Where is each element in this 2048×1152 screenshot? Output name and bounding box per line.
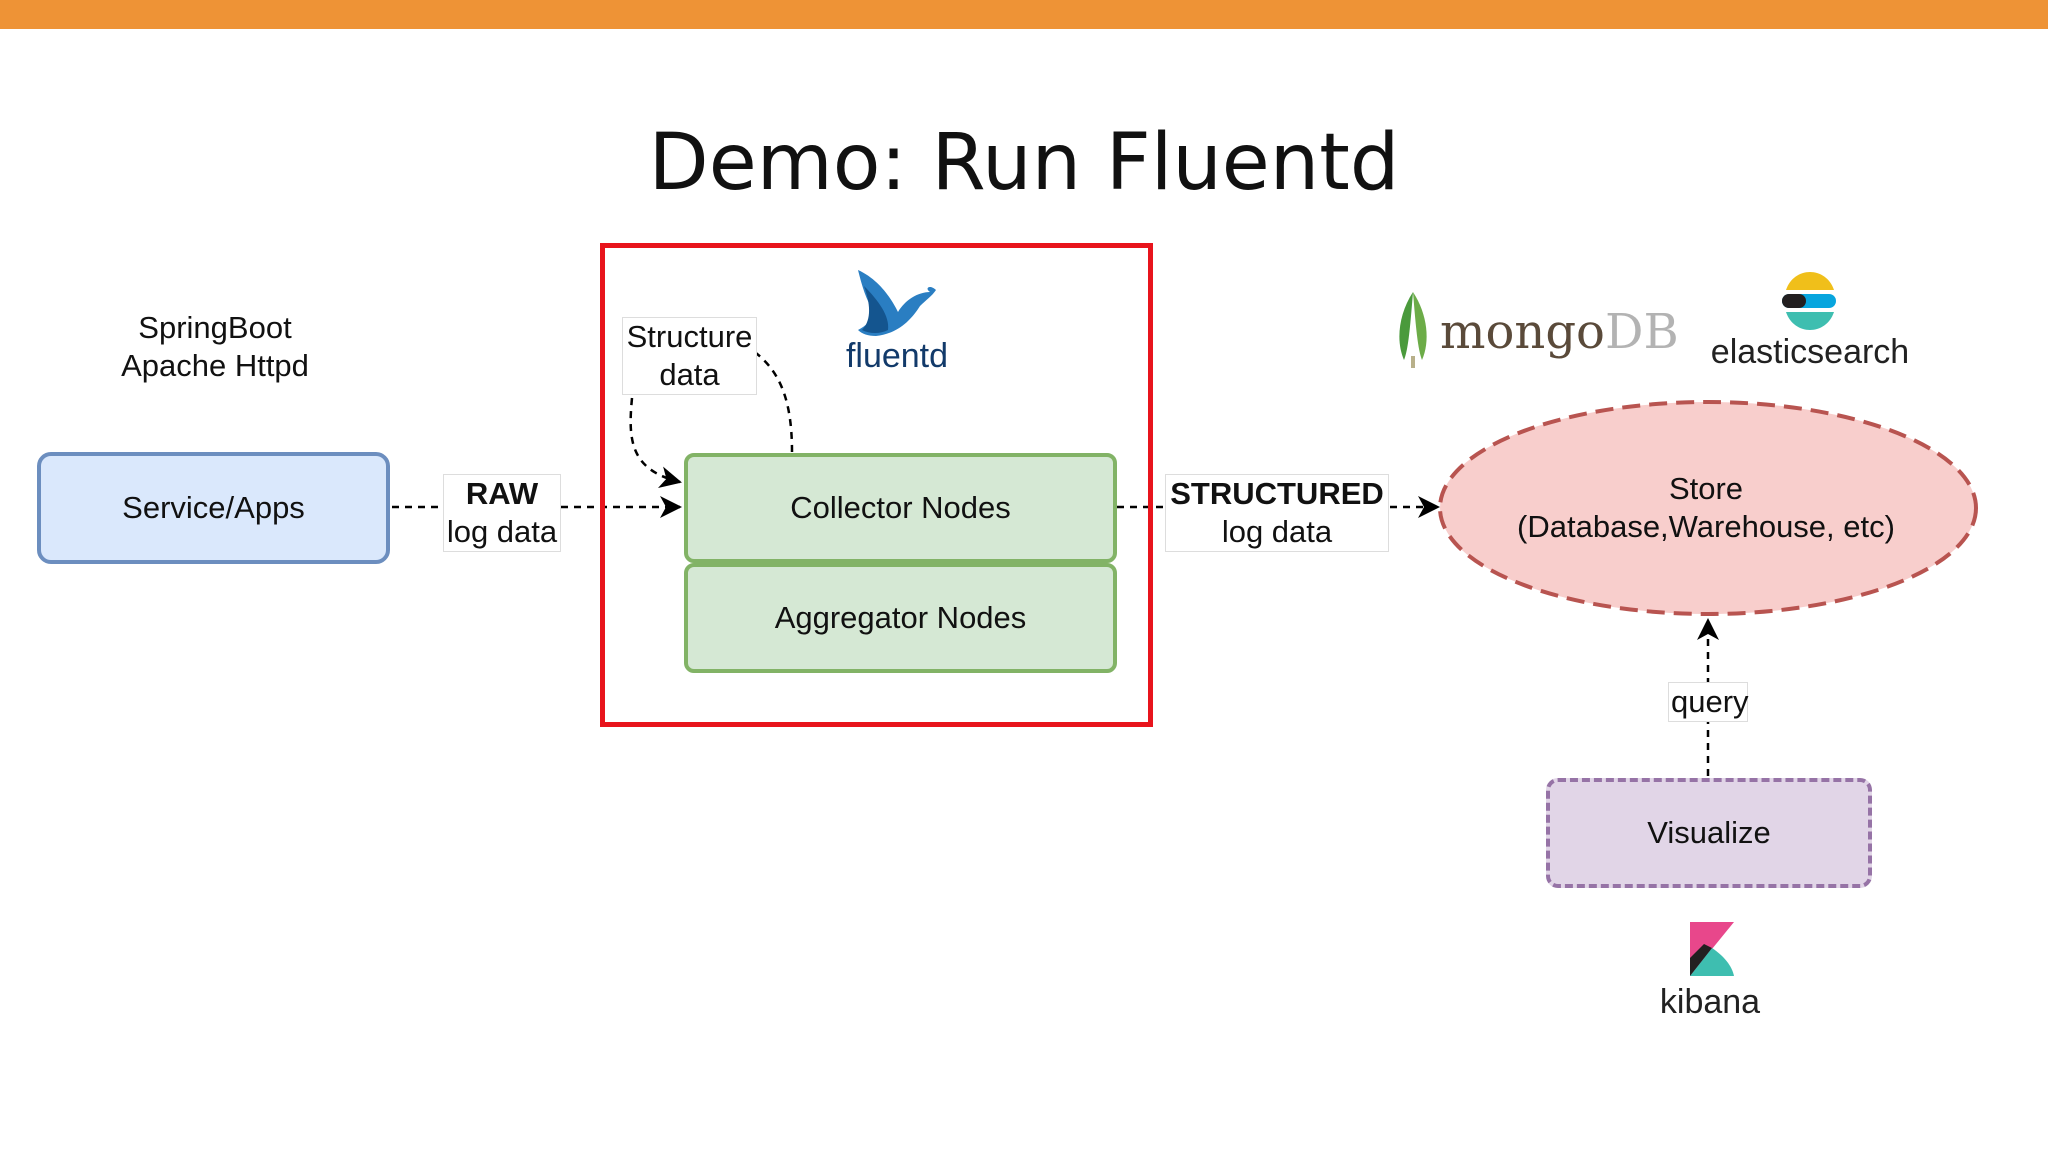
fluentd-bird-icon <box>858 270 936 336</box>
mongodb-logo-part2: DB <box>1604 304 1679 360</box>
visualize-node[interactable]: Visualize <box>1546 778 1872 888</box>
mongodb-logo-part1: mongo <box>1440 304 1605 360</box>
structure-label-line2: data <box>659 357 720 392</box>
top-accent-bar <box>0 0 2048 29</box>
query-label: query <box>1668 682 1749 722</box>
aggregator-nodes[interactable]: Aggregator Nodes <box>684 563 1117 673</box>
structured-label-bold: STRUCTURED <box>1170 476 1384 511</box>
store-ellipse <box>1438 400 1978 616</box>
store-line2: (Database,Warehouse, etc) <box>1517 509 1895 544</box>
kibana-logo-text: kibana <box>1659 983 1761 1021</box>
source-caption-line2: Apache Httpd <box>121 348 309 383</box>
raw-label-sub: log data <box>446 514 558 549</box>
structured-log-label: STRUCTURED log data <box>1165 474 1389 552</box>
collector-nodes[interactable]: Collector Nodes <box>684 453 1117 563</box>
kibana-icon <box>1690 922 1734 976</box>
source-caption-line1: SpringBoot <box>138 310 292 345</box>
structure-loop-line <box>629 348 794 482</box>
structure-data-label: Structure data <box>622 317 757 395</box>
service-apps-node[interactable]: Service/Apps <box>37 452 390 564</box>
structured-label-sub: log data <box>1221 514 1333 549</box>
store-line1: Store <box>1668 471 1744 506</box>
raw-label-bold: RAW <box>465 476 539 511</box>
fluentd-logo-text: fluentd <box>845 337 949 375</box>
elasticsearch-logo-text: elasticsearch <box>1710 333 1910 371</box>
slide-title: Demo: Run Fluentd <box>648 118 1400 208</box>
fluentd-highlight-frame <box>600 243 1153 727</box>
raw-log-label: RAW log data <box>443 474 561 552</box>
structure-label-line1: Structure <box>626 319 753 354</box>
mongodb-leaf-icon <box>1399 292 1427 368</box>
elasticsearch-icon <box>1782 272 1836 330</box>
mongodb-logo-text: mongoDB <box>1440 304 1679 360</box>
